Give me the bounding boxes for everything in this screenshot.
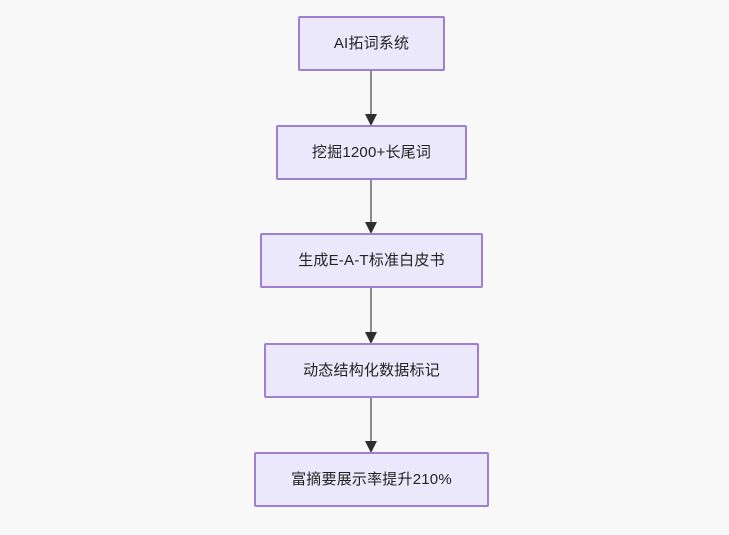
edge-node3-to-node4 <box>365 288 377 344</box>
flowchart-node-4[interactable]: 动态结构化数据标记 <box>264 343 479 398</box>
flowchart-node-label: AI拓词系统 <box>333 34 410 52</box>
arrowhead-icon <box>365 222 377 234</box>
arrowhead-icon <box>365 114 377 126</box>
arrowhead-icon <box>365 441 377 453</box>
flowchart-node-5[interactable]: 富摘要展示率提升210% <box>254 452 489 507</box>
flowchart-node-label: 富摘要展示率提升210% <box>291 470 452 488</box>
flowchart-node-1[interactable]: AI拓词系统 <box>298 16 445 71</box>
flowchart-node-3[interactable]: 生成E-A-T标准白皮书 <box>260 233 483 288</box>
edge-node4-to-node5 <box>365 398 377 453</box>
flowchart-node-label: 挖掘1200+长尾词 <box>311 143 432 161</box>
flowchart-node-label: 动态结构化数据标记 <box>303 361 440 379</box>
arrowhead-icon <box>365 332 377 344</box>
edge-node1-to-node2 <box>365 71 377 126</box>
flowchart-node-label: 生成E-A-T标准白皮书 <box>298 251 445 269</box>
flowchart-node-2[interactable]: 挖掘1200+长尾词 <box>276 125 467 180</box>
edge-node2-to-node3 <box>365 180 377 234</box>
